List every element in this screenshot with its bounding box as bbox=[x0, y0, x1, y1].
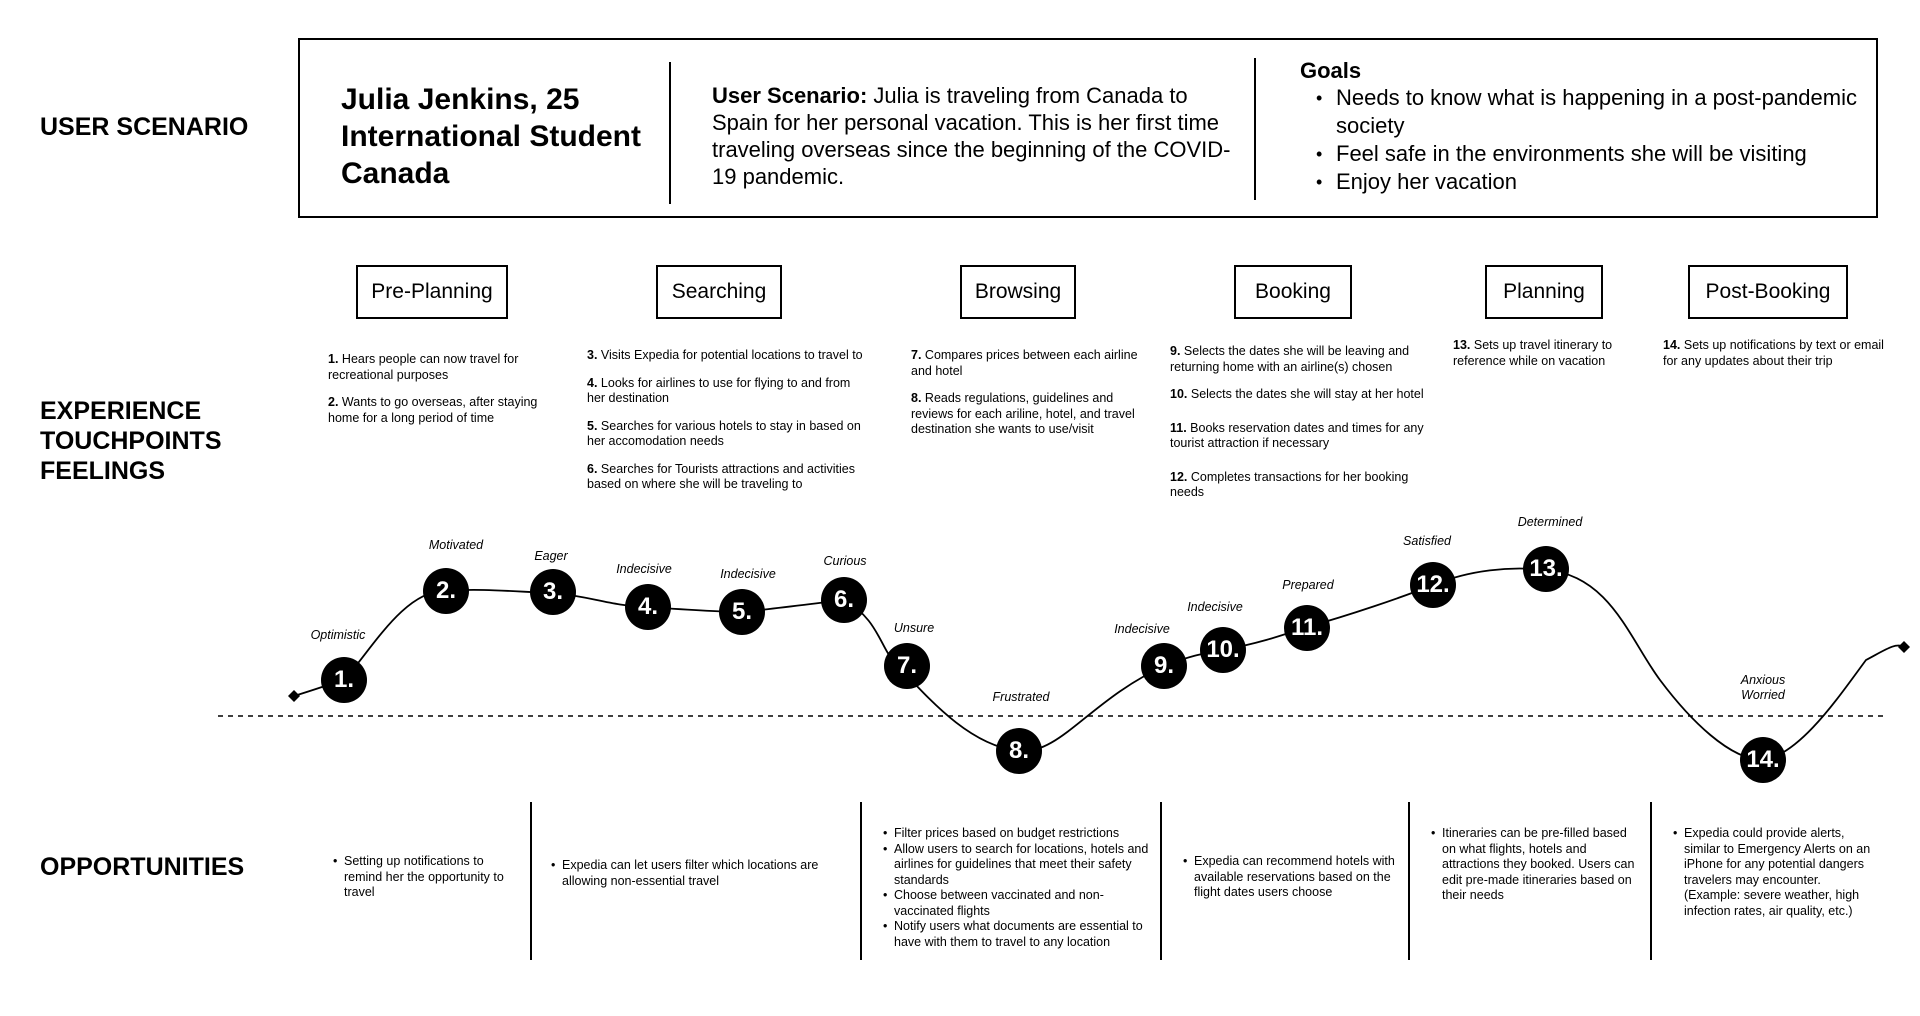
opportunity-item: Notify users what documents are essentia… bbox=[883, 919, 1152, 950]
touchpoints-browsing: 7. Compares prices between each airline … bbox=[911, 348, 1151, 450]
journey-node: 4. bbox=[625, 584, 671, 630]
journey-node: 9. bbox=[1141, 643, 1187, 689]
scenario-divider bbox=[669, 62, 671, 204]
persona-country: Canada bbox=[341, 157, 450, 190]
phase-post-booking: Post-Booking bbox=[1688, 265, 1848, 319]
goals-list: Needs to know what is happening in a pos… bbox=[1300, 84, 1896, 196]
touchpoint-item: 13. Sets up travel itinerary to referenc… bbox=[1453, 338, 1613, 368]
opportunity-divider bbox=[530, 802, 532, 960]
opportunity-item: Expedia could provide alerts, similar to… bbox=[1673, 826, 1880, 919]
opportunity-column-planning: Itineraries can be pre-filled based on w… bbox=[1428, 826, 1642, 984]
touchpoints-post-booking: 14. Sets up notifications by text or ema… bbox=[1663, 338, 1889, 381]
touchpoint-item: 11. Books reservation dates and times fo… bbox=[1170, 420, 1424, 451]
opportunity-column-booking: Expedia can recommend hotels with availa… bbox=[1180, 854, 1400, 1012]
phase-browsing: Browsing bbox=[960, 265, 1076, 319]
goal-item: Enjoy her vacation bbox=[1316, 168, 1896, 196]
journey-node: 1. bbox=[321, 657, 367, 703]
opportunity-item: Itineraries can be pre-filled based on w… bbox=[1431, 826, 1642, 904]
feeling-label: Curious bbox=[823, 554, 867, 568]
opportunity-column-pre-planning: Setting up notifications to remind her t… bbox=[330, 854, 520, 1012]
touchpoints-booking: 9. Selects the dates she will be leaving… bbox=[1170, 344, 1442, 513]
feeling-label: Anxious Worried bbox=[1740, 673, 1786, 702]
opportunity-item: Setting up notifications to remind her t… bbox=[333, 854, 520, 901]
journey-node: 3. bbox=[530, 569, 576, 615]
section-label-experience: EXPERIENCE TOUCHPOINTS FEELINGS bbox=[40, 397, 222, 485]
opportunity-divider bbox=[1650, 802, 1652, 960]
journey-node: 6. bbox=[821, 577, 867, 623]
opportunity-item: Expedia can let users filter which locat… bbox=[551, 858, 848, 889]
persona-role: International Student bbox=[341, 120, 641, 153]
journey-node: 11. bbox=[1284, 605, 1330, 651]
touchpoints-pre-planning: 1. Hears people can now travel for recre… bbox=[328, 352, 554, 438]
scenario-body: Julia is traveling from Canada to Spain … bbox=[712, 83, 1231, 189]
opportunity-divider bbox=[1160, 802, 1162, 960]
feeling-label: Optimistic bbox=[310, 628, 366, 642]
feeling-label: Motivated bbox=[428, 538, 484, 552]
touchpoint-item: 14. Sets up notifications by text or ema… bbox=[1663, 338, 1884, 368]
opportunity-item: Filter prices based on budget restrictio… bbox=[883, 826, 1152, 842]
phase-planning: Planning bbox=[1485, 265, 1603, 319]
phase-booking: Booking bbox=[1234, 265, 1352, 319]
feeling-label: Determined bbox=[1517, 515, 1583, 529]
feeling-label: Unsure bbox=[893, 621, 935, 635]
journey-node: 12. bbox=[1410, 562, 1456, 608]
opportunity-divider bbox=[860, 802, 862, 960]
journey-curve-svg bbox=[218, 567, 1910, 761]
goals-title: Goals bbox=[1300, 58, 1362, 83]
touchpoint-item: 3. Visits Expedia for potential location… bbox=[587, 348, 863, 362]
opportunity-column-browsing: Filter prices based on budget restrictio… bbox=[880, 826, 1152, 984]
journey-node: 8. bbox=[996, 728, 1042, 774]
touchpoint-item: 8. Reads regulations, guidelines and rev… bbox=[911, 391, 1135, 436]
touchpoints-searching: 3. Visits Expedia for potential location… bbox=[587, 348, 869, 505]
feeling-label: Prepared bbox=[1282, 578, 1334, 592]
touchpoint-item: 2. Wants to go overseas, after staying h… bbox=[328, 395, 538, 425]
touchpoint-item: 10. Selects the dates she will stay at h… bbox=[1170, 387, 1424, 401]
opportunity-item: Choose between vaccinated and non-vaccin… bbox=[883, 888, 1152, 919]
scenario-label: User Scenario: bbox=[712, 83, 868, 108]
phase-pre-planning: Pre-Planning bbox=[356, 265, 508, 319]
feeling-label: Satisfied bbox=[1403, 534, 1451, 548]
journey-node: 7. bbox=[884, 643, 930, 689]
journey-node: 10. bbox=[1200, 627, 1246, 673]
touchpoint-item: 12. Completes transactions for her booki… bbox=[1170, 469, 1409, 500]
opportunity-divider bbox=[1408, 802, 1410, 960]
journey-node: 5. bbox=[719, 589, 765, 635]
persona-name: Julia Jenkins, 25 bbox=[341, 83, 580, 116]
journey-node: 2. bbox=[423, 568, 469, 614]
touchpoint-item: 4. Looks for airlines to use for flying … bbox=[587, 375, 851, 406]
section-label-opportunities: OPPORTUNITIES bbox=[40, 853, 245, 881]
feeling-label: Indecisive bbox=[1187, 600, 1243, 614]
touchpoint-item: 9. Selects the dates she will be leaving… bbox=[1170, 344, 1410, 374]
touchpoint-item: 5. Searches for various hotels to stay i… bbox=[587, 418, 861, 449]
opportunity-item: Allow users to search for locations, hot… bbox=[883, 842, 1152, 889]
scenario-divider bbox=[1254, 58, 1256, 200]
feeling-label: Indecisive bbox=[616, 562, 672, 576]
feeling-label: Eager bbox=[534, 549, 568, 563]
persona: Julia Jenkins, 25 International Student … bbox=[341, 81, 641, 192]
curve-end-marker bbox=[1898, 641, 1910, 653]
curve-start-marker bbox=[288, 690, 300, 702]
goal-item: Needs to know what is happening in a pos… bbox=[1316, 84, 1896, 140]
journey-node: 13. bbox=[1523, 546, 1569, 592]
phase-searching: Searching bbox=[656, 265, 782, 319]
scenario-description: User Scenario: Julia is traveling from C… bbox=[712, 82, 1232, 190]
touchpoint-item: 6. Searches for Tourists attractions and… bbox=[587, 461, 855, 492]
touchpoints-planning: 13. Sets up travel itinerary to referenc… bbox=[1453, 338, 1629, 381]
feeling-label: Indecisive bbox=[1114, 622, 1170, 636]
touchpoint-item: 1. Hears people can now travel for recre… bbox=[328, 352, 519, 382]
opportunity-column-post-booking: Expedia could provide alerts, similar to… bbox=[1670, 826, 1880, 984]
section-label-user-scenario: USER SCENARIO bbox=[40, 113, 249, 141]
opportunity-item: Expedia can recommend hotels with availa… bbox=[1183, 854, 1400, 901]
touchpoint-item: 7. Compares prices between each airline … bbox=[911, 348, 1138, 378]
feeling-label: Indecisive bbox=[720, 567, 776, 581]
journey-node: 14. bbox=[1740, 737, 1786, 783]
opportunity-column-searching: Expedia can let users filter which locat… bbox=[548, 858, 848, 1016]
goal-item: Feel safe in the environments she will b… bbox=[1316, 140, 1896, 168]
feeling-label: Frustrated bbox=[992, 690, 1050, 704]
